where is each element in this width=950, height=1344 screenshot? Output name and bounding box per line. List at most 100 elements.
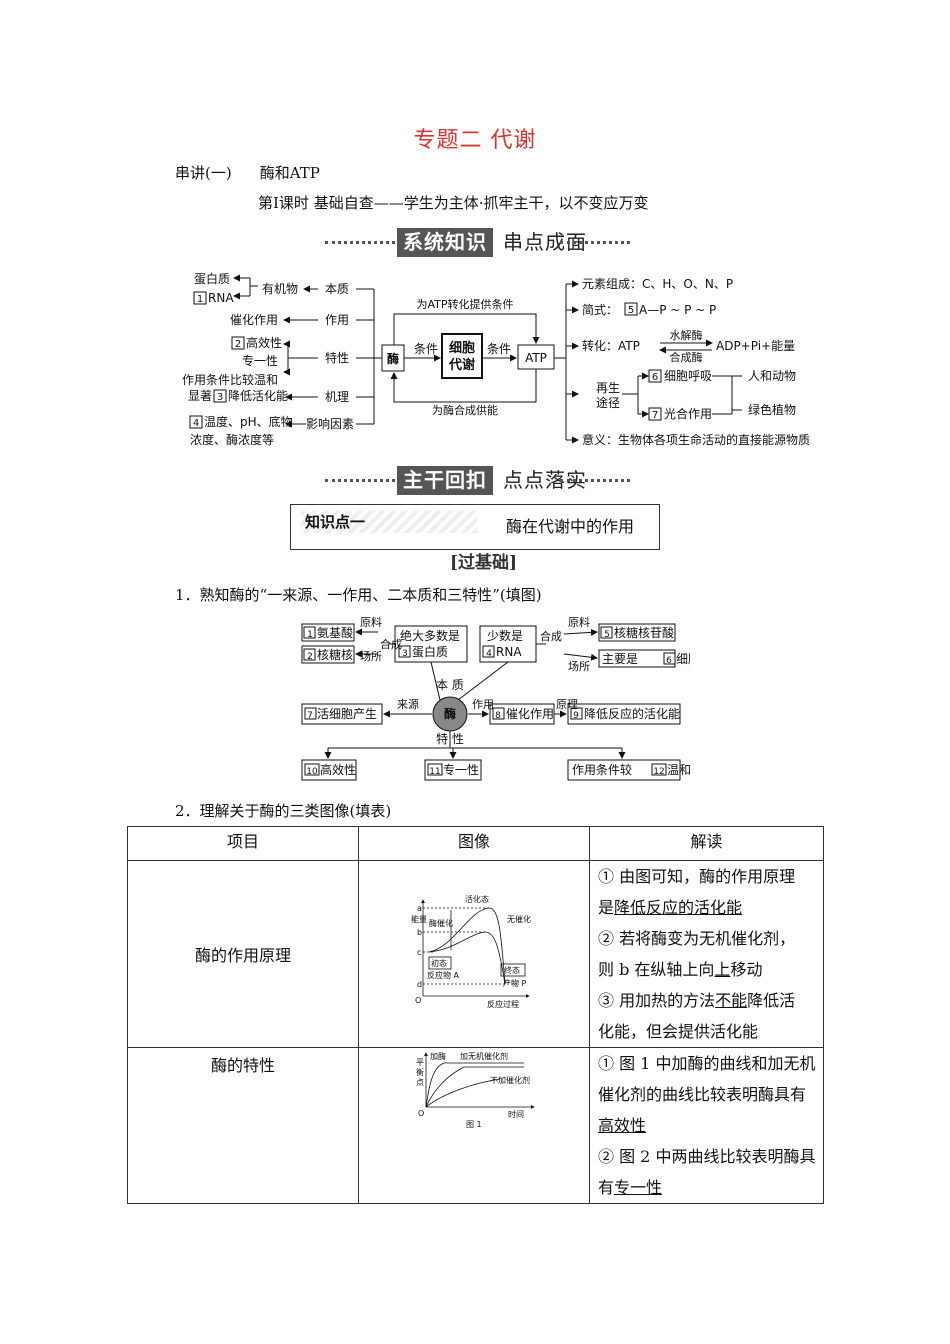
row1-l1u: 降低反应的活化能 <box>614 898 743 917</box>
lesson-line: 第Ⅰ课时 基础自查——学生为主体·抓牢主干，以不变应万变 <box>258 194 649 212</box>
m2-rna: RNA <box>496 645 522 659</box>
table-row: 酶的特性 平 衡 点 加酶 加无机催化剂 不加催化剂 O 时间 图 <box>127 1047 824 1204</box>
fig1-ylabel: 能量 <box>411 914 427 924</box>
row2-l1a: ① 图 1 中加酶的曲线和加无机 <box>598 1054 816 1073</box>
m2-lower: 降低反应的活化能 <box>584 706 680 721</box>
enzyme-center: 酶 <box>444 706 456 721</box>
resp-label: 细胞呼吸 <box>664 369 712 383</box>
fig2-y3: 点 <box>416 1078 424 1087</box>
m2-synth-2: 合成 <box>540 629 562 643</box>
fig2-o: O <box>418 1109 424 1118</box>
center-label: 细胞 <box>449 340 475 356</box>
formula: A—P ~ P ~ P <box>639 303 716 317</box>
row2-l2u: 专一性 <box>614 1178 663 1197</box>
banner-dark-label: 系统知识 <box>397 228 493 257</box>
m2-essence: 本 质 <box>436 678 464 692</box>
row2-interpret: ① 图 1 中加酶的曲线和加无机 催化剂的曲线比较表明酶具有 高效性 ② 图 2… <box>589 1047 824 1204</box>
row2-l2a: ② 图 2 中两曲线比较表明酶具 <box>598 1147 816 1166</box>
num-2: 2 <box>235 339 241 350</box>
fig1-d: d <box>417 980 422 989</box>
row2-l1u: 高效性 <box>598 1116 647 1135</box>
cond-right: 条件 <box>487 342 511 356</box>
fig1-final: 终态 <box>504 965 520 975</box>
num-box-2 <box>231 336 245 350</box>
concept-map-atp-enzyme: 酶 细胞 代谢 ATP 为ATP转化提供条件 为酶合成供能 条件 条件 本质 作… <box>182 271 810 447</box>
m2-num-6: 6 <box>666 656 672 666</box>
m2-synth: 合成 <box>380 637 402 651</box>
header-interpret: 解读 <box>589 826 824 861</box>
knowledge-point-box: 知识点一 酶在代谢中的作用 <box>290 504 660 550</box>
row1-l2b: 则 b 在纵轴上向 <box>598 960 715 979</box>
convert-pre: 转化：ATP <box>582 338 640 353</box>
banner2-dots-left <box>325 479 395 485</box>
banner-dots-left <box>325 241 395 247</box>
m2-num-7: 7 <box>307 711 313 721</box>
fig2-y1: 平 <box>416 1058 424 1067</box>
m2-living: 活细胞产生 <box>317 707 377 721</box>
m2-nucleus: 细胞核 <box>676 652 690 666</box>
m2-ribo: 核糖核苷酸 <box>614 625 674 640</box>
hydrolase-label: 水解酶 <box>670 328 703 342</box>
atp-label: ATP <box>525 351 547 365</box>
num-5: 5 <box>628 305 634 316</box>
row1-item: 酶的作用原理 <box>127 860 359 1048</box>
photo-label: 光合作用 <box>664 406 712 421</box>
fig1-xlabel: 反应过程 <box>487 999 519 1009</box>
fig2-xlabel: 时间 <box>508 1109 524 1119</box>
m2-mild-pre: 作用条件较 <box>572 762 632 777</box>
catalysis-label: 催化作用 <box>230 313 278 327</box>
bottom-arrow-label: 为酶合成供能 <box>432 403 498 417</box>
banner-main-review: 主干回扣 点点落实 <box>325 466 630 496</box>
fig1-b: b <box>417 928 422 937</box>
num-1: 1 <box>197 294 203 305</box>
regen-1: 再生 <box>596 381 620 395</box>
fig1-reactant: 反应物 A <box>427 970 460 980</box>
m2-place: 场所 <box>360 649 382 663</box>
row1-l2a: ② 若将酶变为无机催化剂， <box>598 929 796 948</box>
num-3: 3 <box>217 392 223 403</box>
m2-place-2: 场所 <box>568 659 590 673</box>
fig1-c: c <box>417 948 421 957</box>
m2-num-12: 12 <box>653 767 664 777</box>
row1-l1: 是降低反应的活化能 <box>598 892 817 923</box>
organic-label: 有机物 <box>262 282 298 296</box>
row2-l2b: 有 <box>598 1178 615 1197</box>
fig1-a: a <box>417 904 422 913</box>
row1-l2u: 上 <box>714 960 731 979</box>
num-6: 6 <box>652 372 658 383</box>
m2-property: 特 性 <box>436 731 464 746</box>
center-box <box>441 333 483 379</box>
banner2-dots-right <box>560 479 630 485</box>
mild-label: 作用条件比较温和 <box>182 372 278 387</box>
m2-mild: 温和 <box>667 763 690 777</box>
fig2-caption: 图 1 <box>466 1120 482 1129</box>
num-box-7 <box>648 407 662 421</box>
table-row: 酶的作用原理 能量 a b c <box>127 860 824 1048</box>
knowledge-text: 酶在代谢中的作用 <box>506 517 635 536</box>
page-title: 专题二 代谢 <box>413 128 537 153</box>
question-1: 1．熟知酶的“一来源、一作用、二本质和三特性”(填图) <box>175 586 542 604</box>
m2-raw-2: 原料 <box>568 615 590 629</box>
header-item: 项目 <box>127 826 359 861</box>
lecture-heading: 串讲(一)酶和ATP <box>175 162 320 183</box>
m2-principle: 原理 <box>556 698 578 711</box>
branch-property: 特性 <box>325 350 349 365</box>
num-box-6 <box>648 369 662 383</box>
row1-interpret: ① 由图可知，酶的作用原理 是降低反应的活化能 ② 若将酶变为无机催化剂， 则 … <box>589 860 824 1048</box>
plants-label: 绿色植物 <box>748 402 796 417</box>
concept-map-enzyme: 酶 1 氨基酸 2 核糖核 原料 场所 合成 绝大多数是 3 蛋白质 少数是 4… <box>301 615 690 781</box>
num-7: 7 <box>652 410 658 421</box>
cond-left: 条件 <box>414 342 438 356</box>
knowledge-label: 知识点一 <box>301 511 477 533</box>
factor-1: 温度、pH、底物 <box>204 414 293 429</box>
fig2-y2: 衡 <box>416 1067 424 1077</box>
banner2-dark-label: 主干回扣 <box>397 466 493 495</box>
header-figure: 图像 <box>358 826 590 861</box>
enzyme-label: 酶 <box>387 351 399 366</box>
m2-aa: 氨基酸 <box>317 625 353 640</box>
m2-num-4: 4 <box>486 649 492 659</box>
num-4: 4 <box>193 418 199 429</box>
row2-item: 酶的特性 <box>127 1047 359 1204</box>
synthase-label: 合成酶 <box>670 350 703 364</box>
fig1-enzyme: 酶催化 <box>429 918 453 928</box>
